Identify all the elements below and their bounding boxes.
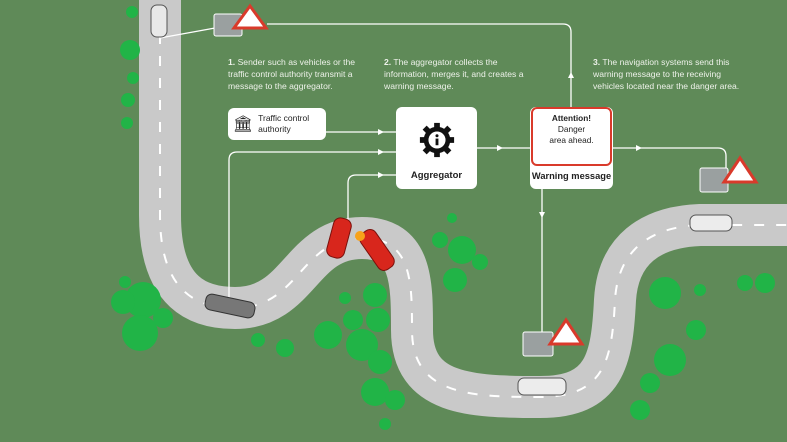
aggregator-label: Aggregator	[410, 170, 463, 181]
aggregator-box: Aggregator	[396, 107, 477, 189]
navigation-device-bottom	[522, 317, 585, 357]
warning-body-line-2: area ahead.	[549, 135, 594, 145]
arrowheads	[378, 72, 642, 218]
warning-body-line-1: Danger	[557, 124, 586, 134]
navigation-device-top	[213, 3, 269, 37]
flow-lines	[159, 23, 727, 340]
caption-step-2: 2. The aggregator collects the informati…	[384, 56, 524, 92]
trees	[111, 6, 775, 430]
caption-text: The aggregator collects the information,…	[384, 57, 524, 91]
traffic-control-authority-box: 🏛 Traffic control authority	[228, 108, 326, 140]
caption-text: The navigation systems send this warning…	[593, 57, 740, 91]
warning-message-label: Warning message	[531, 171, 612, 181]
cars	[150, 4, 733, 396]
caption-step-3: 3. The navigation systems send this warn…	[593, 56, 753, 92]
caption-step-1: 1. Sender such as vehicles or the traffi…	[228, 56, 378, 92]
gear-info-icon	[419, 122, 455, 158]
navigation-device-right	[699, 155, 759, 193]
traffic-control-authority-label: Traffic control authority	[258, 113, 310, 134]
caption-text: Sender such as vehicles or the traffic c…	[228, 57, 356, 91]
step-number: 2.	[384, 57, 392, 67]
warning-message-box: Attention! Danger area ahead. Warning me…	[530, 107, 613, 189]
government-building-icon: 🏛	[232, 115, 254, 133]
warning-message-content: Attention! Danger area ahead.	[531, 107, 612, 166]
step-number: 3.	[593, 57, 601, 67]
step-number: 1.	[228, 57, 236, 67]
warning-title: Attention!	[551, 113, 592, 123]
